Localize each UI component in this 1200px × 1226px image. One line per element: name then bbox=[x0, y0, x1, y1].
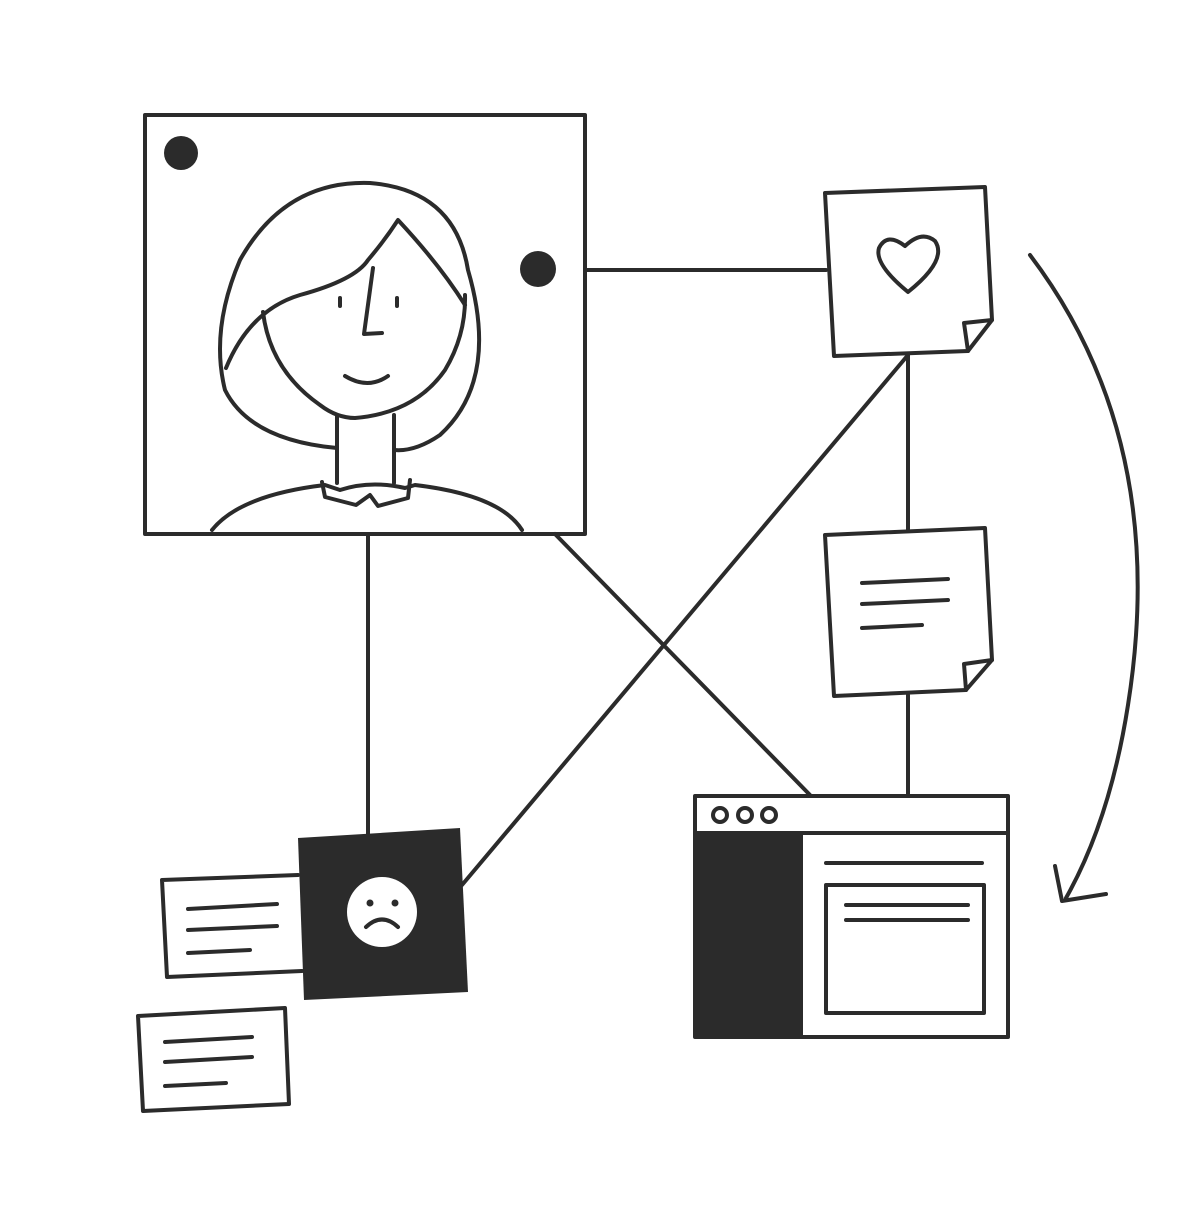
window-control-dots bbox=[711, 806, 778, 824]
persona-card bbox=[143, 113, 587, 536]
persona-card-frame bbox=[143, 113, 587, 536]
connection-lines bbox=[366, 268, 910, 887]
comment-card-1 bbox=[160, 873, 304, 979]
comment-card-1-frame bbox=[160, 873, 304, 979]
browser-window bbox=[693, 794, 1010, 1039]
text-note-fold bbox=[962, 658, 994, 692]
heart-note-frame bbox=[823, 185, 994, 358]
text-note-frame bbox=[823, 526, 994, 698]
comment-card-2 bbox=[136, 1006, 291, 1113]
heart-note bbox=[823, 185, 994, 358]
connector-persona-to-browser-window bbox=[553, 532, 812, 797]
browser-content-panel bbox=[824, 883, 986, 1015]
heart-icon bbox=[876, 234, 941, 294]
text-lines-icon bbox=[860, 577, 950, 630]
text-lines-icon bbox=[186, 902, 279, 955]
curved-arrow-icon bbox=[1028, 253, 1140, 903]
connector-heart-note-to-sad-card bbox=[460, 353, 910, 887]
person-portrait-icon bbox=[210, 180, 524, 532]
sad-card bbox=[298, 828, 468, 1000]
heart-note-fold bbox=[962, 318, 994, 353]
text-lines-icon bbox=[163, 1035, 254, 1088]
pin-dot-top-left bbox=[164, 136, 198, 170]
pin-dot-right bbox=[520, 251, 556, 287]
sad-face-icon bbox=[347, 877, 417, 947]
text-note bbox=[823, 526, 994, 698]
comment-card-2-frame bbox=[136, 1006, 291, 1113]
browser-sidebar bbox=[695, 833, 803, 1037]
